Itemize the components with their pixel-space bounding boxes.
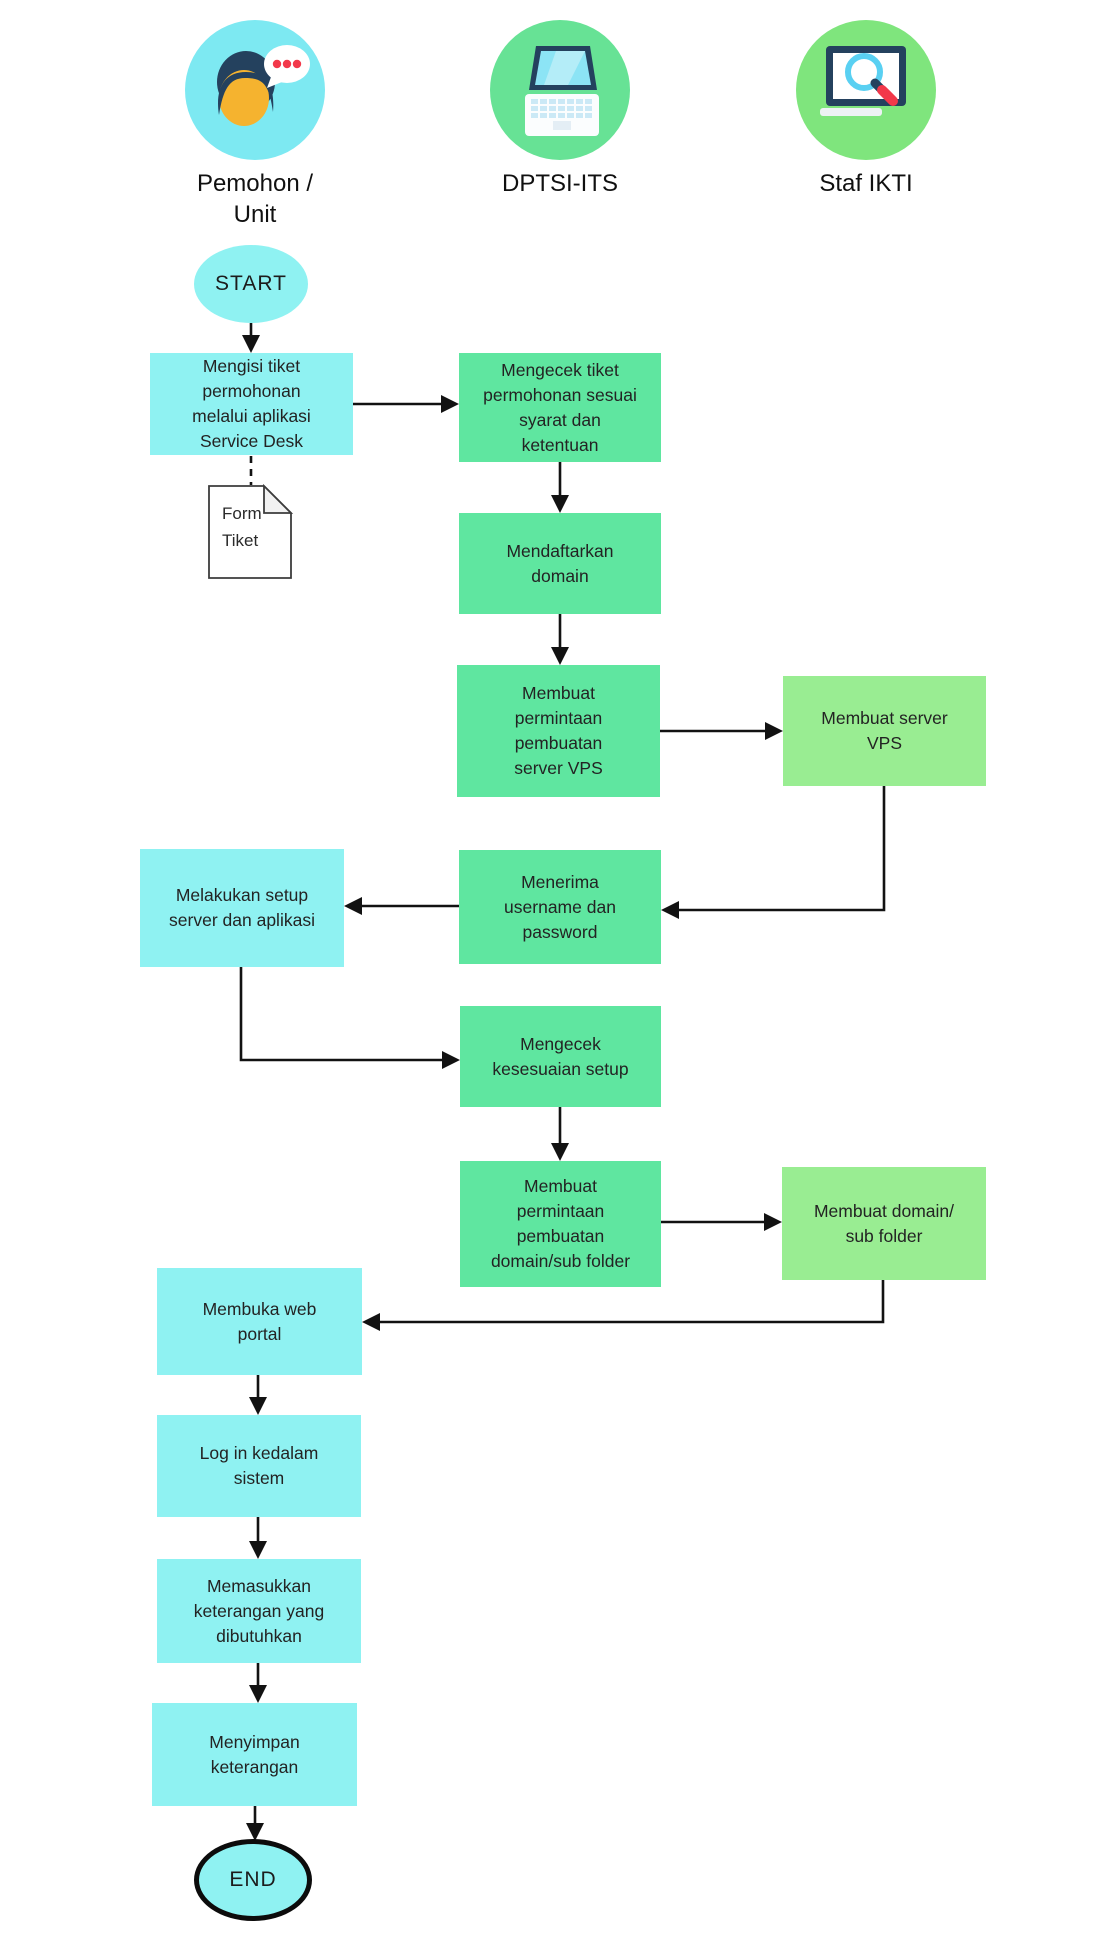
- end-terminator: END: [194, 1839, 312, 1921]
- monitor-search-icon: [820, 46, 906, 116]
- form-tiket-label: Form Tiket: [222, 504, 262, 550]
- step-membuat-domain: Membuat domain/ sub folder: [782, 1167, 986, 1280]
- step-melakukan-setup: Melakukan setup server dan aplikasi: [140, 849, 344, 967]
- actor-dptsi-avatar: [490, 20, 630, 160]
- actor-staf-label: Staf IKTI: [819, 170, 913, 197]
- person-chat-icon: [217, 45, 310, 126]
- step-membuat-server-vps: Membuat server VPS: [783, 676, 986, 786]
- start-terminator: START: [194, 245, 308, 323]
- step-login-sistem: Log in kedalam sistem: [157, 1415, 361, 1517]
- step-membuka-web: Membuka web portal: [157, 1268, 362, 1375]
- step-membuat-permintaan-server: Membuat permintaan pembuatan server VPS: [457, 665, 660, 797]
- step-mengecek-tiket: Mengecek tiket permohonan sesuai syarat …: [459, 353, 661, 462]
- actor-pemohon-avatar: [185, 20, 325, 160]
- actor-pemohon-label: Pemohon / Unit: [196, 170, 314, 228]
- step-menerima-username: Menerima username dan password: [459, 850, 661, 964]
- step-mengisi-tiket: Mengisi tiket permohonan melalui aplikas…: [150, 353, 353, 455]
- actor-dptsi-label: DPTSI-ITS: [501, 170, 618, 197]
- step-mendaftarkan-domain: Mendaftarkan domain: [459, 513, 661, 614]
- step-menyimpan-keterangan: Menyimpan keterangan: [152, 1703, 357, 1806]
- actor-staf-avatar: [796, 20, 936, 160]
- step-memasukkan-keterangan: Memasukkan keterangan yang dibutuhkan: [157, 1559, 361, 1663]
- step-mengecek-setup: Mengecek kesesuaian setup: [460, 1006, 661, 1107]
- step-membuat-permintaan-domain: Membuat permintaan pembuatan domain/sub …: [460, 1161, 661, 1287]
- laptop-icon: [525, 46, 599, 136]
